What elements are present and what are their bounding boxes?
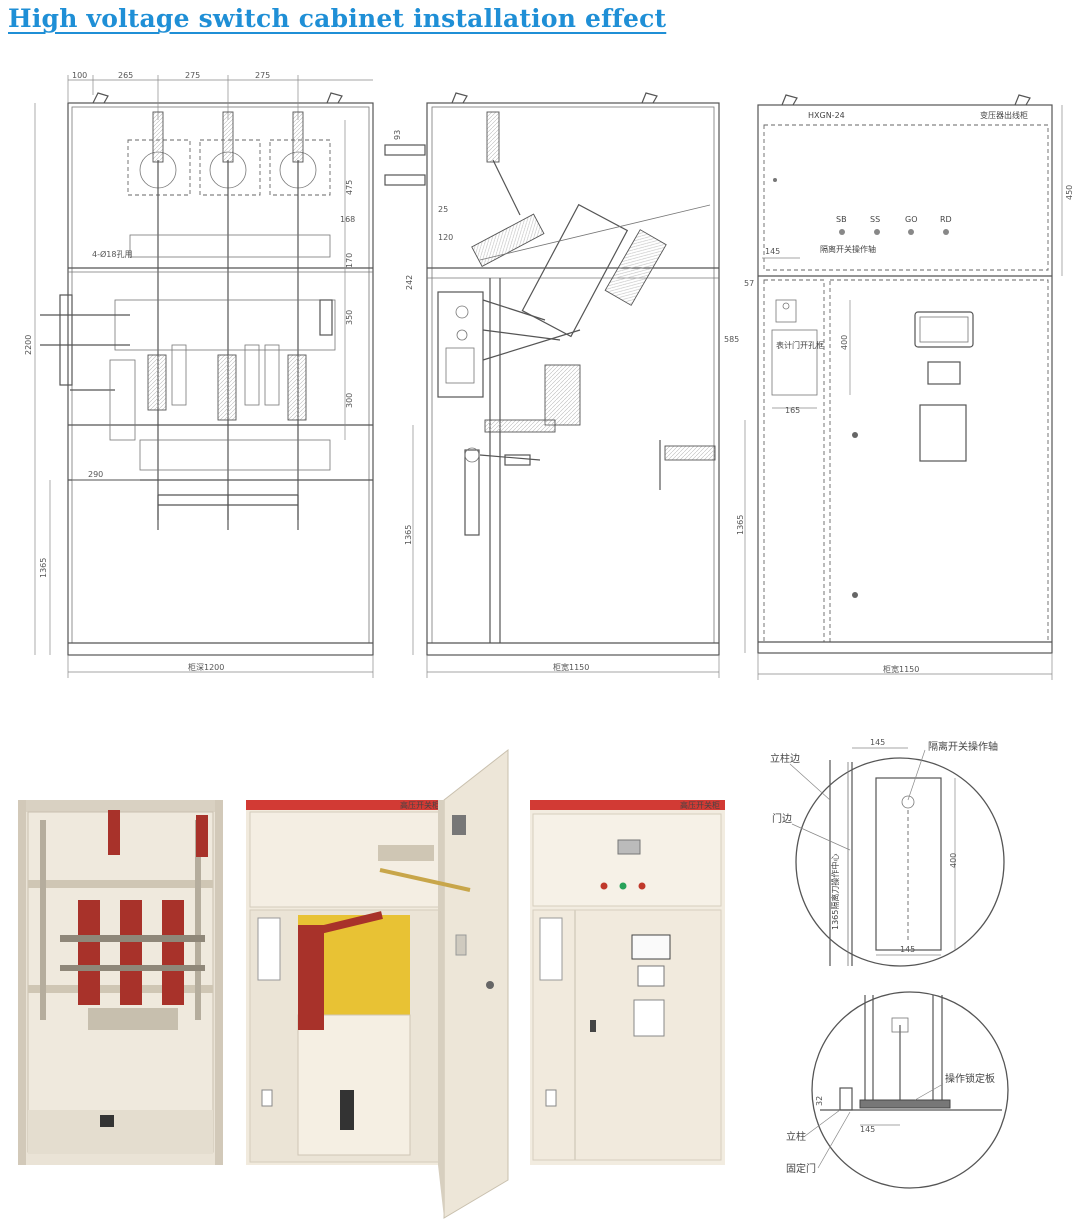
detail-vertical-text: 1365隔离刀操作中心 xyxy=(830,854,840,930)
lamp-icon xyxy=(943,229,949,235)
detail2-label-column: 立柱 xyxy=(786,1130,806,1143)
page-title: High voltage switch cabinet installation… xyxy=(8,4,667,33)
fuse-icon xyxy=(78,900,100,1005)
detail-label-column-edge: 立柱边 xyxy=(770,752,800,765)
detail2-label-lock-plate: 操作锁定板 xyxy=(945,1072,995,1085)
photo-cabinet-open-front xyxy=(18,800,223,1165)
front-dim-275a: 275 xyxy=(185,71,200,80)
panel-cabinet-name: 变压器出线柜 xyxy=(980,110,1028,120)
panel-dim-400: 400 xyxy=(840,335,849,350)
photo2-header: 高压开关柜 xyxy=(400,800,440,810)
side-dim-93: 93 xyxy=(393,130,402,140)
side-width-label: 柜宽1150 xyxy=(553,662,589,672)
detail-bottom-dim-145: 145 xyxy=(900,945,915,954)
handle-icon xyxy=(100,1115,114,1127)
panel-dim-1365: 1365 xyxy=(736,515,745,535)
panel-dim-450: 450 xyxy=(1065,185,1074,200)
fuse-icon xyxy=(162,900,184,1005)
detail2-dim-32: 32 xyxy=(815,1096,824,1106)
front-dim-475: 475 xyxy=(345,180,354,195)
lamp-icon xyxy=(638,882,646,890)
panel-small-box-label: 表计门开孔框 xyxy=(776,340,824,350)
front-hole-label: 4-Ø18孔用 xyxy=(92,249,132,259)
lamp-icon xyxy=(600,882,608,890)
lifting-lug-icon xyxy=(326,92,343,104)
lamp-icon xyxy=(619,882,627,890)
handle-icon xyxy=(852,592,858,598)
insulator-icon xyxy=(108,810,120,855)
detail-top-dim-145: 145 xyxy=(870,738,885,747)
front-dim-275b: 275 xyxy=(255,71,270,80)
meter-icon xyxy=(617,839,641,855)
indicator-label-go: GO xyxy=(905,215,918,224)
detail-circle-top: 145 145 400 1365隔离刀操作中心 立柱边 门边 隔离开关操作轴 xyxy=(770,738,1005,967)
front-depth-label: 柜深1200 xyxy=(188,662,224,672)
side-dim-242: 242 xyxy=(405,275,414,290)
panel-model: HXGN-24 xyxy=(808,111,845,120)
insulator-icon xyxy=(196,815,208,857)
front-dim-2200: 2200 xyxy=(24,335,33,355)
insulator-group-top xyxy=(152,111,304,163)
detail2-label-fixed-door: 固定门 xyxy=(786,1162,816,1175)
front-dim-350: 350 xyxy=(345,310,354,325)
panel-dim-57: 57 xyxy=(744,279,754,288)
detail-circle-bottom: 32 145 操作锁定板 立柱 固定门 xyxy=(786,991,1009,1189)
meter-window-icon xyxy=(914,311,974,348)
indicator-label-ss: SS xyxy=(870,215,880,224)
indicator-lamps: SB SS GO RD xyxy=(836,215,952,235)
fuse-icon xyxy=(298,925,324,1030)
side-dim-1365: 1365 xyxy=(404,525,413,545)
front-dim-100: 100 xyxy=(72,71,87,80)
photo-cabinet-closed: 高压开关柜 xyxy=(530,800,725,1165)
meter-panel-icon xyxy=(927,361,961,385)
front-dim-290: 290 xyxy=(88,470,103,479)
nameplate-icon xyxy=(539,917,563,981)
lifting-lug-icon xyxy=(781,94,798,106)
fuse-icon xyxy=(120,900,142,1005)
detail-side-dim-400: 400 xyxy=(949,853,958,868)
side-dim-25: 25 xyxy=(438,205,448,214)
front-dim-265: 265 xyxy=(118,71,133,80)
lamp-icon xyxy=(839,229,845,235)
photo-cabinet-door-open: 高压开关柜 xyxy=(246,748,509,1219)
switch-panel-icon xyxy=(919,404,967,462)
detail2-dim-145: 145 xyxy=(860,1125,875,1134)
lamp-icon xyxy=(908,229,914,235)
lamp-icon xyxy=(874,229,880,235)
side-dim-120: 120 xyxy=(438,233,453,242)
front-dim-1365: 1365 xyxy=(39,558,48,578)
panel-dim-145: 145 xyxy=(765,247,780,256)
indicator-label-rd: RD xyxy=(940,215,952,224)
front-dim-300: 300 xyxy=(345,393,354,408)
nameplate-icon xyxy=(257,917,281,981)
handle-icon xyxy=(852,432,858,438)
front-dim-170: 170 xyxy=(345,253,354,268)
front-dim-168: 168 xyxy=(340,215,355,224)
detail-label-door-edge: 门边 xyxy=(772,812,792,825)
photo3-header: 高压开关柜 xyxy=(680,800,720,810)
panel-width-label: 柜宽1150 xyxy=(883,664,919,674)
side-view-drawing: 93 25 120 242 1365 xyxy=(384,92,720,678)
lifting-lug-icon xyxy=(1014,94,1031,106)
lifting-lug-icon xyxy=(641,92,658,104)
indicator-label-sb: SB xyxy=(836,215,847,224)
lifting-lug-icon xyxy=(451,92,468,104)
door-lock-icon xyxy=(773,178,777,182)
panel-dim-585: 585 xyxy=(724,335,739,344)
handle-icon xyxy=(590,1020,596,1032)
lifting-lug-icon xyxy=(92,92,109,104)
panel-dim-165: 165 xyxy=(785,406,800,415)
panel-view-drawing: HXGN-24 变压器出线柜 450 SB SS GO RD 隔离开关操作轴 1… xyxy=(724,94,1074,680)
panel-isolator-label: 隔离开关操作轴 xyxy=(820,244,876,254)
front-view-drawing: 100 265 275 275 2200 1365 xyxy=(24,71,374,678)
detail-label-isolator-shaft: 隔离开关操作轴 xyxy=(928,740,998,753)
meter-window-icon xyxy=(631,934,671,960)
